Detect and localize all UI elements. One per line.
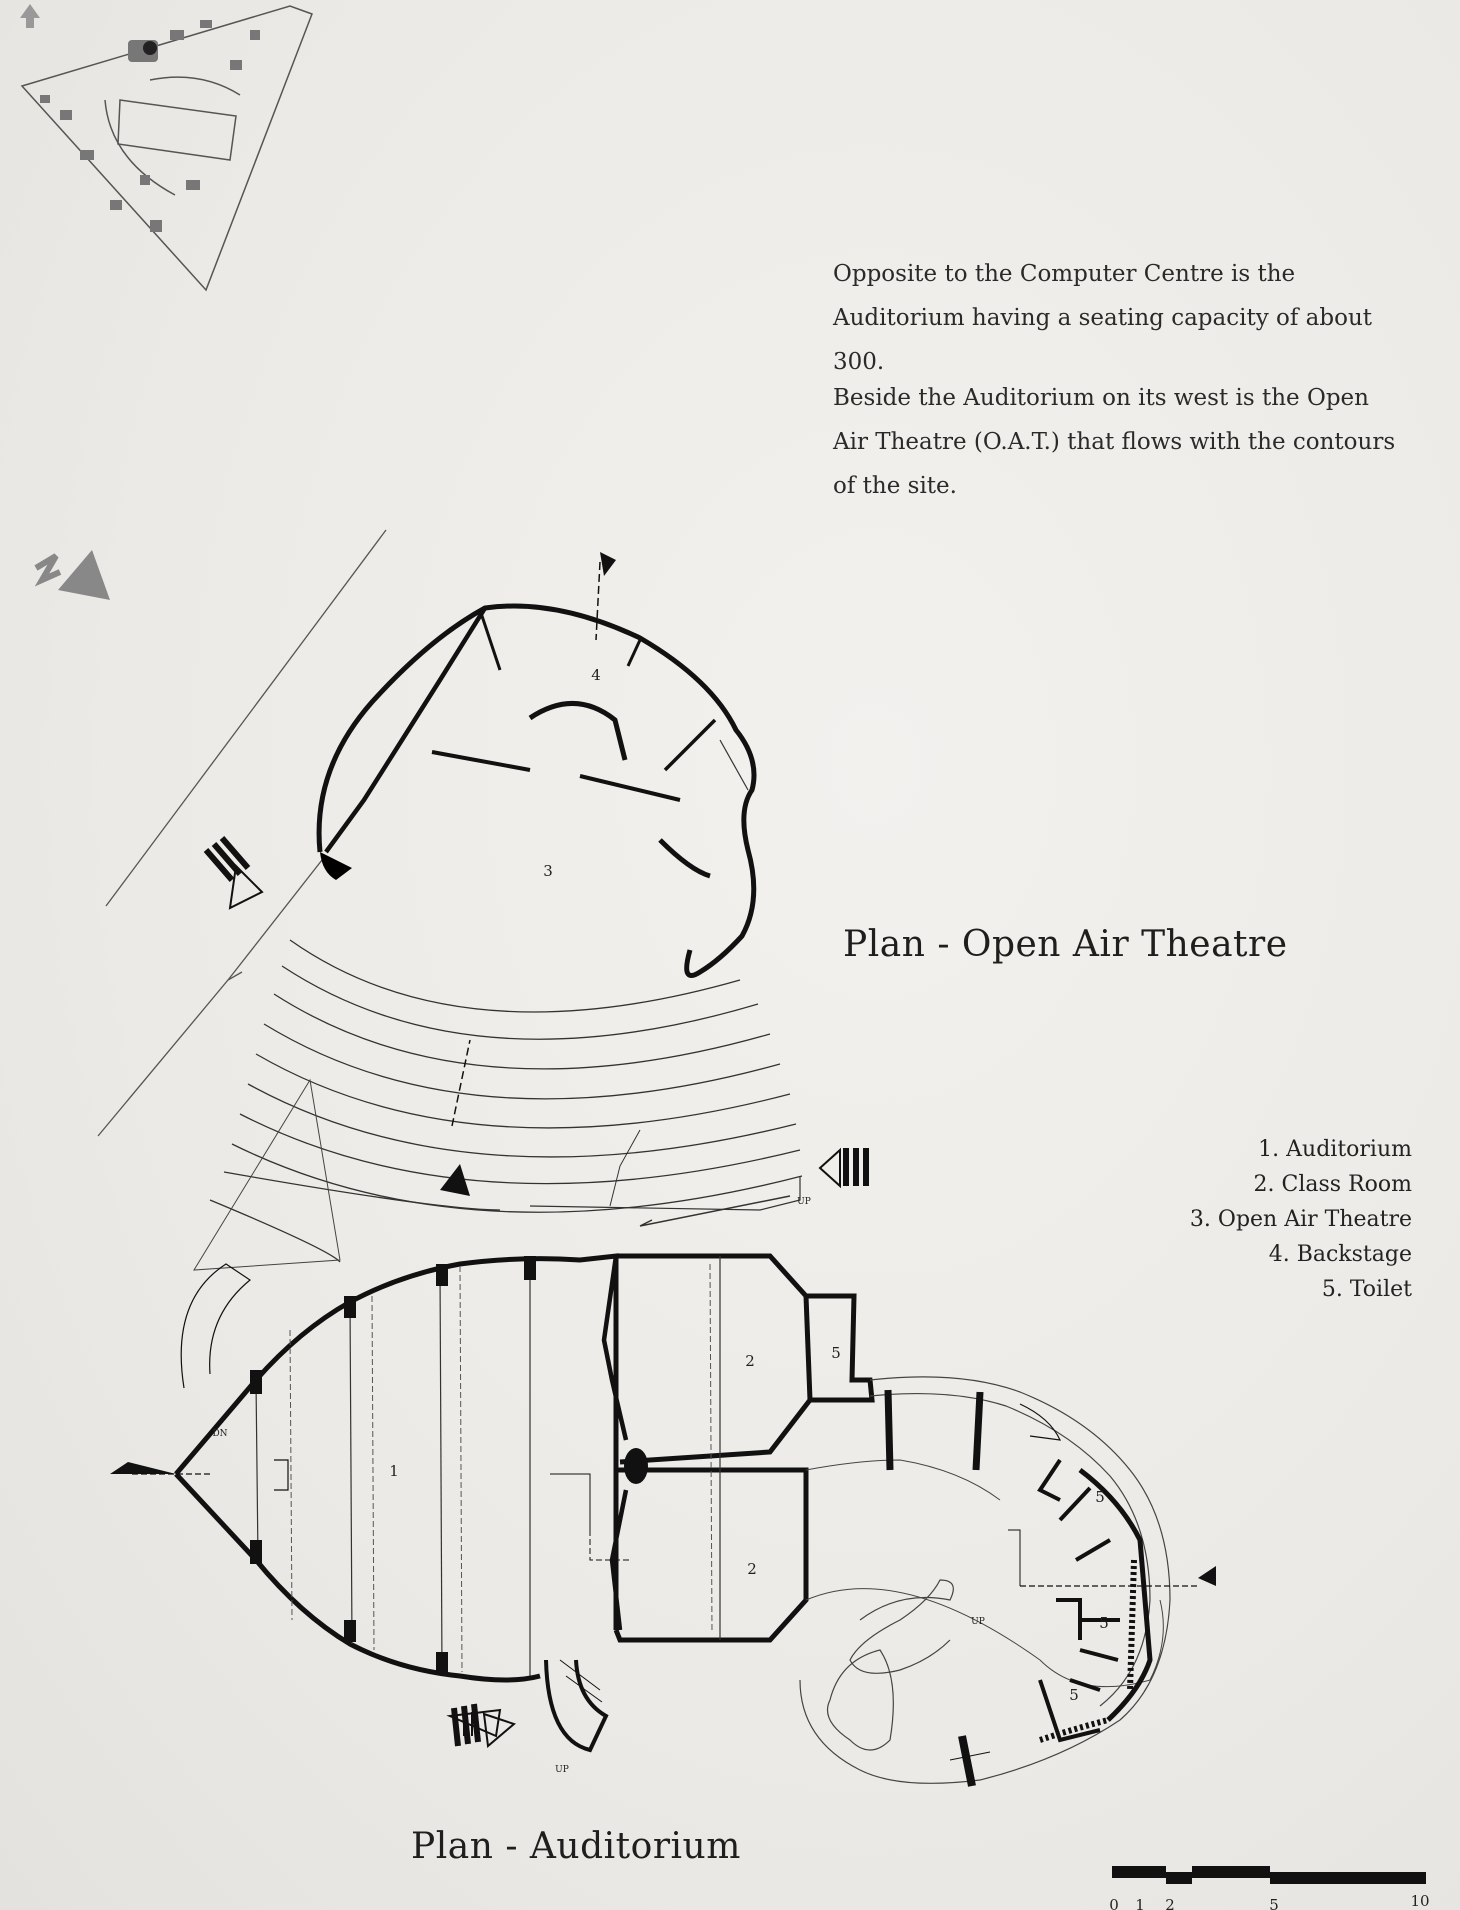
plan-title-open-air-theatre: Plan - Open Air Theatre <box>843 924 1288 965</box>
site-key-plan <box>20 4 313 292</box>
room-label-backstage: 4 <box>591 666 601 684</box>
description-paragraph-oat: Beside the Auditorium on its west is the… <box>833 385 1396 499</box>
scale-bar: 0 1 2 5 10 <box>1109 1866 1430 1910</box>
legend-item-backstage: 4. Backstage <box>1268 1242 1412 1267</box>
room-label-toilet: 5 <box>831 1344 841 1362</box>
scale-tick-label: 10 <box>1410 1892 1429 1910</box>
room-label-toilet: 5 <box>1095 1488 1105 1506</box>
description-paragraph-auditorium: Opposite to the Computer Centre is the A… <box>833 261 1373 375</box>
auditorium-plan <box>110 1253 1164 1753</box>
room-label-open-air-theatre: 3 <box>543 862 553 880</box>
scale-tick-label: 5 <box>1269 1896 1279 1910</box>
open-air-theatre-plan <box>193 552 803 1271</box>
legend-item-toilet: 5. Toilet <box>1321 1277 1412 1302</box>
entrance-arrow-icon <box>203 836 264 910</box>
legend-item-open-air-theatre: 3. Open Air Theatre <box>1189 1207 1412 1232</box>
north-arrow-icon <box>34 550 110 600</box>
stair-label-up: UP <box>797 1197 811 1207</box>
entrance-arrow-icon <box>818 1147 869 1189</box>
room-label-toilet: 5 <box>1099 1614 1109 1632</box>
room-label-toilet: 5 <box>1069 1686 1079 1704</box>
scale-tick-label: 2 <box>1165 1896 1175 1910</box>
room-label-class-room: 2 <box>745 1352 755 1370</box>
scale-tick-label: 1 <box>1135 1896 1145 1910</box>
legend-item-class-room: 2. Class Room <box>1253 1172 1412 1197</box>
room-legend: 1. Auditorium 2. Class Room 3. Open Air … <box>1190 1132 1412 1307</box>
entrance-arrow-icon <box>451 1703 517 1748</box>
lobby-and-toilets-plan <box>799 1376 1216 1787</box>
room-label-class-room: 2 <box>747 1560 757 1578</box>
site-boundary-lines <box>97 529 387 1137</box>
plan-title-auditorium: Plan - Auditorium <box>411 1826 741 1867</box>
room-label-auditorium: 1 <box>389 1462 399 1480</box>
stair-label-up: UP <box>971 1617 985 1627</box>
stair-label-up: UP <box>555 1765 569 1775</box>
legend-item-auditorium: 1. Auditorium <box>1258 1137 1412 1162</box>
scale-tick-label: 0 <box>1109 1896 1119 1910</box>
stair-label-down: DN <box>212 1429 227 1439</box>
